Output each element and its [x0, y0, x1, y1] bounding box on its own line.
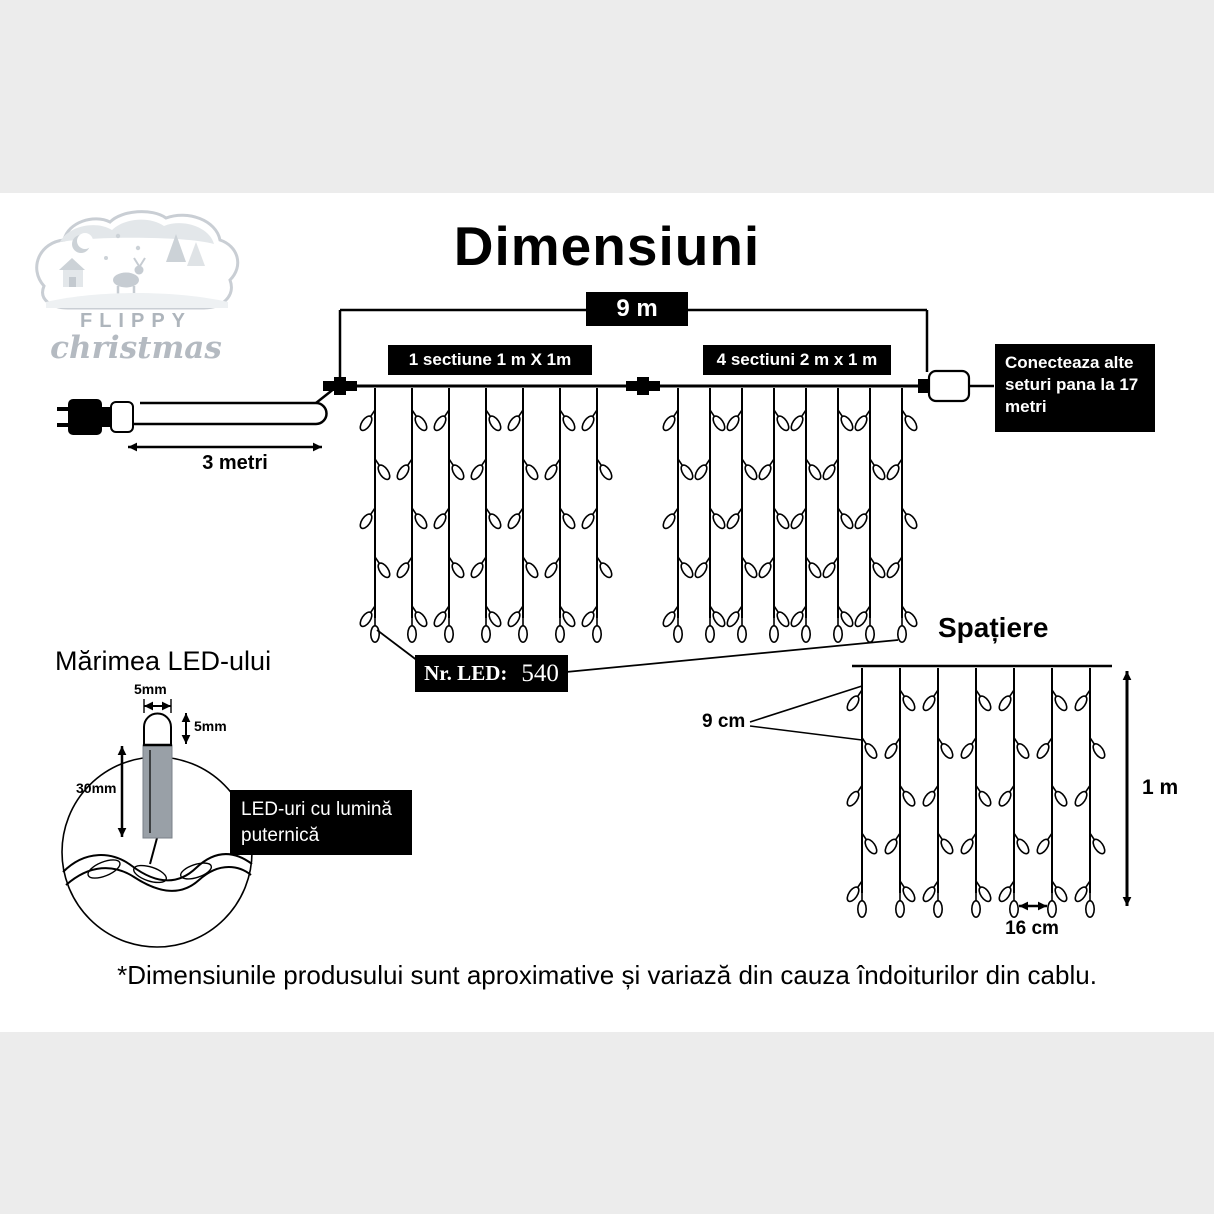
logo-script-text: christmas [50, 330, 222, 366]
led-callout: LED-uri cu lumină puternică [230, 790, 412, 856]
spacing-curtain [846, 668, 1106, 918]
vertical-gap-label: 9 cm [702, 711, 746, 732]
led-count-label: Nr. LED: [424, 661, 508, 685]
section1-label: 1 sectiune 1 m X 1m [388, 345, 592, 375]
curtain-height-label: 1 m [1142, 776, 1179, 799]
led-count-box: Nr. LED: 540 [415, 655, 568, 692]
total-span-label: 9 m [586, 292, 688, 326]
page-title: Dimensiuni [453, 215, 761, 277]
logo-cloud-illustration [35, 210, 240, 310]
led-dome-label: 5mm [194, 718, 227, 734]
logo-brand-text: FLIPPY [79, 310, 192, 332]
led-width-label: 5mm [134, 681, 167, 697]
connect-note: Conecteaza alte seturi pana la 17 metri [995, 344, 1155, 432]
spacing-heading: Spațiere [938, 612, 1049, 643]
horizontal-gap-label: 16 cm [1005, 918, 1059, 939]
bottom-margin-band [0, 1032, 1214, 1214]
led-count-value: 540 [521, 659, 559, 687]
section2-label: 4 sectiuni 2 m x 1 m [703, 345, 891, 375]
flippy-christmas-logo: FLIPPY christmas [26, 208, 246, 378]
top-margin-band [0, 0, 1214, 193]
curtain-section-2 [662, 388, 918, 643]
led-size-heading: Mărimea LED-ului [55, 646, 272, 676]
led-body-label: 30mm [76, 780, 117, 796]
curtain-section-1 [359, 388, 613, 643]
lead-length-label: 3 metri [202, 452, 268, 474]
footnote: *Dimensiunile produsului sunt aproximati… [117, 960, 1097, 990]
